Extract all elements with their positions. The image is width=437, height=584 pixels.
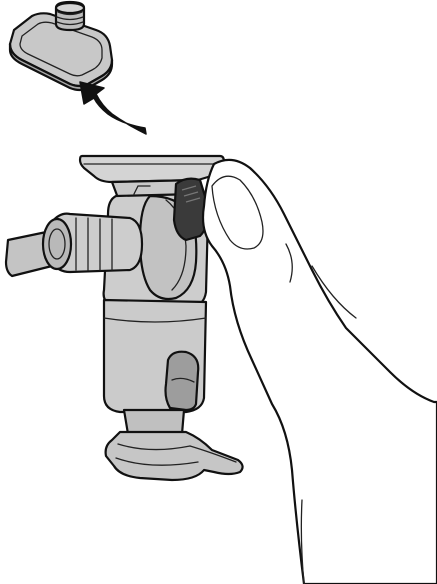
removal-arrow-icon: [80, 82, 146, 134]
quick-release-plate-icon: [10, 2, 112, 90]
side-knob-icon: [6, 214, 142, 276]
thumb-icon: [203, 160, 437, 584]
plate-screw-icon: [56, 2, 84, 30]
